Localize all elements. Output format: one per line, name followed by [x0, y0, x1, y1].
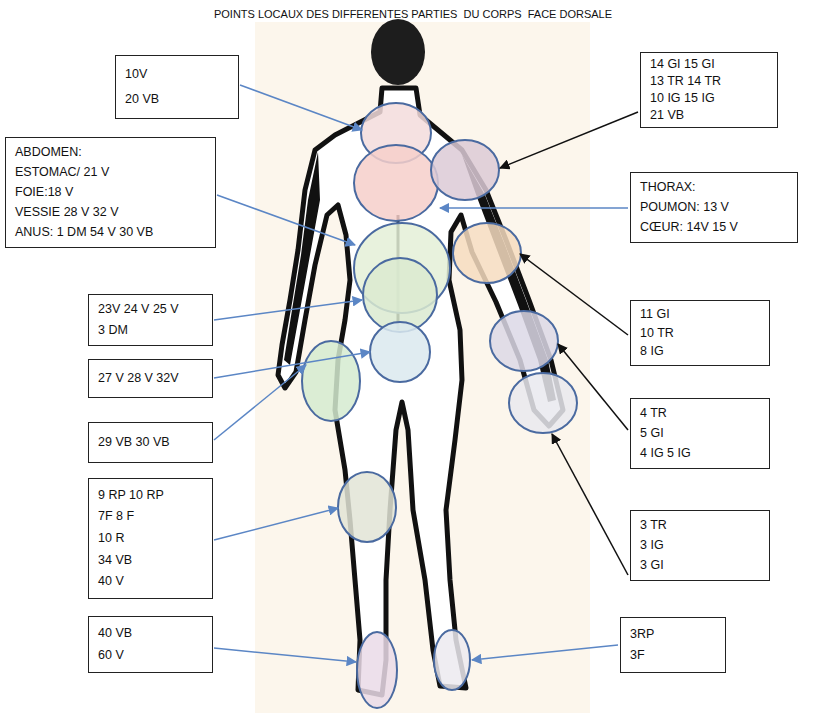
label-box: 4 TR 5 GI 4 IG 5 IG — [630, 398, 770, 469]
point-label: ANUS: 1 DM 54 V 30 VB — [15, 224, 206, 241]
point-label: 5 GI — [640, 425, 760, 442]
leader-arrow — [214, 508, 338, 540]
leader-arrow — [217, 195, 355, 245]
leader-arrow — [440, 207, 628, 209]
figure-ground — [255, 22, 590, 713]
head — [371, 19, 425, 85]
point-label: POUMON: 13 V — [640, 199, 788, 216]
point-label: FOIE:18 V — [15, 184, 206, 201]
zone-circle — [302, 341, 360, 421]
point-label: 11 GI — [640, 306, 760, 323]
leader-arrow — [558, 344, 628, 430]
point-label: 3 DM — [98, 322, 203, 339]
point-label: 34 VB — [98, 552, 203, 569]
zone-circle — [453, 223, 521, 283]
point-label: ESTOMAC/ 21 V — [15, 164, 206, 181]
point-label: 8 IG — [640, 343, 760, 360]
point-label: 3 IG — [640, 537, 760, 554]
zone-circle — [431, 140, 499, 200]
point-label: 7F 8 F — [98, 508, 203, 525]
point-label: 10 R — [98, 530, 203, 547]
point-label: 4 TR — [640, 405, 760, 422]
label-box: 3RP3F — [620, 617, 726, 673]
point-label: 3RP — [630, 626, 716, 643]
point-label: 4 IG 5 IG — [640, 445, 760, 462]
leader-arrow — [214, 300, 362, 320]
point-label: 60 V — [98, 647, 203, 664]
label-box: 40 VB 60 V — [88, 616, 213, 673]
leader-arrow — [472, 645, 618, 660]
point-label: 40 VB — [98, 625, 203, 642]
zone-circle — [509, 373, 577, 433]
zone-circle — [434, 630, 470, 690]
arm-shading — [284, 152, 320, 365]
label-box: 23V 24 V 25 V 3 DM — [88, 294, 213, 346]
point-label: THORAX: — [640, 179, 788, 196]
zone-circle — [490, 311, 558, 371]
point-label: CŒUR: 14V 15 V — [640, 219, 788, 236]
diagram-title: POINTS LOCAUX DES DIFFERENTES PARTIES DU… — [0, 8, 826, 20]
label-box: 11 GI 10 TR8 IG — [630, 300, 770, 366]
leader-arrow — [552, 434, 628, 575]
point-label: 21 VB — [650, 107, 768, 124]
point-label: 20 VB — [125, 91, 229, 108]
point-label: 3 GI — [640, 557, 760, 574]
point-label: 3F — [630, 647, 716, 664]
point-label: 29 VB 30 VB — [98, 434, 203, 451]
label-box: 9 RP 10 RP 7F 8 F 10 R 34 VB 40 V — [88, 478, 213, 599]
leader-arrow — [214, 648, 356, 662]
point-label: ABDOMEN: — [15, 144, 206, 161]
zone-circle — [363, 258, 437, 332]
point-label: VESSIE 28 V 32 V — [15, 204, 206, 221]
leader-arrows — [214, 85, 638, 662]
leader-arrow — [500, 112, 638, 168]
point-label: 13 TR 14 TR — [650, 73, 768, 90]
zone-circle — [354, 145, 438, 221]
zone-circle — [338, 472, 396, 542]
point-label: 10 IG 15 IG — [650, 90, 768, 107]
label-box: 29 VB 30 VB — [88, 422, 213, 463]
label-box: 3 TR 3 IG 3 GI — [630, 510, 770, 581]
label-box: ABDOMEN: ESTOMAC/ 21 V FOIE:18 V VESSIE 28 … — [5, 137, 216, 248]
point-label: 27 V 28 V 32V — [98, 370, 203, 387]
point-label: 40 V — [98, 573, 203, 590]
leader-arrow — [214, 365, 306, 440]
point-label: 9 RP 10 RP — [98, 487, 203, 504]
point-label: 14 GI 15 GI — [650, 56, 768, 73]
label-box: 10V 20 VB — [115, 55, 239, 119]
leader-arrow — [240, 85, 362, 130]
zone-circles — [302, 103, 577, 708]
leader-arrow — [520, 254, 628, 335]
point-label: 23V 24 V 25 V — [98, 301, 203, 318]
point-label: 10V — [125, 66, 229, 83]
label-box: THORAX: POUMON: 13 V CŒUR: 14V 15 V — [630, 172, 798, 243]
leader-arrow — [214, 352, 370, 378]
label-box: 27 V 28 V 32V — [88, 359, 213, 398]
zone-circle — [357, 632, 397, 708]
point-label: 3 TR — [640, 517, 760, 534]
label-box: 14 GI 15 GI13 TR 14 TR10 IG 15 IG21 VB — [640, 52, 778, 128]
zone-circle — [370, 322, 430, 382]
point-label: 10 TR — [640, 325, 760, 342]
